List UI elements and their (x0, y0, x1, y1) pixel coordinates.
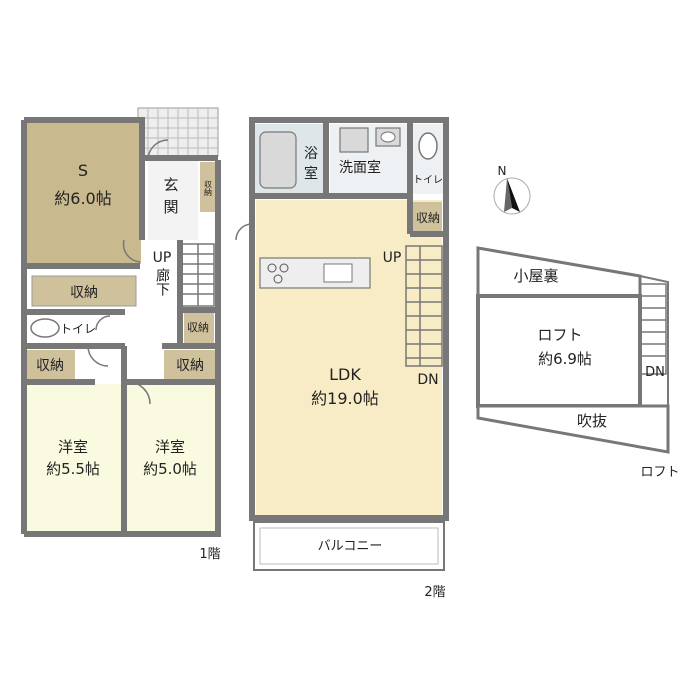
loft-size: 約6.9帖 (538, 350, 592, 368)
loft-name: ロフト (537, 326, 582, 344)
floor-1-label: 1階 (199, 547, 220, 562)
toilet-label-1f: トイレ (60, 322, 96, 336)
compass: N (493, 164, 531, 215)
western2-size: 約5.0帖 (143, 460, 197, 478)
room-s (25, 122, 141, 264)
room-western-1 (25, 384, 122, 532)
compass-needle-icon (507, 178, 520, 212)
loft-floor-label: ロフト (640, 465, 679, 480)
storage-2f-label: 収納 (416, 211, 440, 225)
storage-s (31, 275, 137, 307)
kitchen-counter (259, 257, 371, 289)
dn-label-2f: DN (417, 372, 438, 388)
bath-label-2: 室 (304, 165, 318, 182)
entrance-label-2: 関 (163, 198, 178, 216)
entrance-label-1: 玄 (163, 176, 178, 194)
hall-label: 廊下 (154, 267, 170, 296)
toilet-label-2f: トイレ (413, 175, 443, 186)
storage-entrance (200, 162, 216, 212)
western2-name: 洋室 (155, 438, 185, 456)
room-s-name: S (78, 161, 88, 180)
balcony-label: バルコニー (318, 539, 383, 554)
loft: 小屋裏 ロフト 約6.9帖 DN 吹抜 ロフト (476, 246, 680, 480)
ldk-size: 約19.0帖 (311, 389, 379, 408)
storage-right-label: 収納 (176, 358, 204, 374)
bath-label-src: 浴室 (0, 0, 2, 1)
floor-2-label: 2階 (424, 585, 445, 600)
storage-left (25, 350, 75, 380)
storage-right (164, 350, 216, 380)
washroom-label: 洗面室 (339, 159, 381, 176)
dn-label-loft: DN (645, 365, 665, 380)
attic-label: 小屋裏 (513, 267, 558, 285)
storage-s-label: 収納 (70, 285, 98, 301)
void-label: 吹抜 (577, 412, 607, 430)
storage-left-label: 収納 (36, 358, 64, 374)
storage-2f (410, 202, 442, 232)
room-western-2 (126, 384, 216, 532)
up-label-1f: UP (153, 250, 172, 266)
room-s-size: 約6.0帖 (54, 189, 111, 208)
storage-hall (184, 310, 214, 344)
ldk-name: LDK (329, 365, 361, 384)
floor-1: S 約6.0帖 玄 関 玄関 収納 UP 廊下 収納 トイレ 収納 収納 収納 … (0, 0, 221, 562)
entrance-label-src: 玄関 (0, 0, 2, 1)
up-label-2f: UP (383, 250, 402, 266)
western1-size: 約5.5帖 (46, 460, 100, 478)
balcony (253, 521, 445, 571)
toilet-fixture (30, 318, 60, 338)
bath-label-1: 浴 (304, 146, 318, 162)
storage-hall-label: 収納 (187, 321, 209, 334)
western1-name: 洋室 (58, 438, 88, 456)
storage-entrance-label: 収納 (204, 179, 213, 197)
compass-label: N (498, 164, 507, 178)
floor-2: 浴 室 浴室 洗面室 トイレ 収納 UP DN LDK 約19.0帖 バルコニー… (0, 0, 449, 600)
